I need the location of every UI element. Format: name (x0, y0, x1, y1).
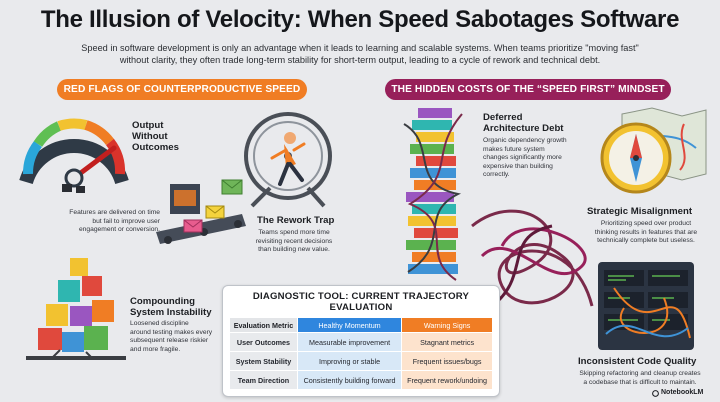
right-section-banner: THE HIDDEN COSTS OF THE “SPEED FIRST” MI… (385, 79, 671, 100)
notebooklm-logo-icon (652, 390, 659, 397)
table-row: User Outcomes Measurable improvement Sta… (229, 332, 493, 352)
item-strategic-misalignment-title: Strategic Misalignment (587, 206, 693, 217)
item-code-quality-text: Skipping refactoring and cleanup creates… (562, 370, 718, 387)
item-compounding-instability-title: Compounding System Instability (130, 296, 212, 318)
tangled-cables-icon (471, 209, 594, 308)
text-line: but fail to improve user (92, 217, 160, 225)
text-line: revisiting recent decisions (255, 237, 333, 245)
text-line: than building new value. (258, 246, 330, 254)
table-header-row: Evaluation Metric Healthy Momentum Warni… (229, 317, 493, 333)
compass-map-icon (600, 107, 707, 194)
item-rework-trap-text: Teams spend more time revisiting recent … (234, 229, 354, 255)
title-line: Deferred (483, 112, 523, 123)
text-line: correctly. (483, 171, 510, 179)
diagnostic-table: Evaluation Metric Healthy Momentum Warni… (229, 317, 493, 390)
header-metric: Evaluation Metric (229, 317, 298, 333)
table-row: System Stability Improving or stable Fre… (229, 351, 493, 371)
title-line: Outcomes (132, 142, 179, 153)
server-rack-icon (598, 262, 694, 350)
text-line: Organic dependency growth (483, 137, 567, 144)
header-warning: Warning Signs (401, 317, 493, 333)
text-line: engagement or conversion. (78, 226, 160, 234)
text-line: changes significantly more (483, 154, 562, 162)
page-subtitle: Speed in software development is only an… (81, 43, 639, 65)
conveyor-envelopes-icon (156, 179, 246, 244)
item-rework-trap-title: The Rework Trap (257, 215, 335, 226)
crumbling-blocks-icon (26, 258, 126, 360)
diagnostic-title: DIAGNOSTIC TOOL: CURRENT TRAJECTORY EVAL… (252, 291, 470, 313)
text-line: subsequent release riskier (130, 337, 209, 345)
brand-logo-text: NotebookLM (661, 389, 704, 396)
text-line: Loosened discipline (130, 320, 189, 327)
diagnostic-table-card: DIAGNOSTIC TOOL: CURRENT TRAJECTORY EVAL… (222, 285, 500, 397)
jenga-tower-icon (403, 108, 463, 281)
text-line: makes future system (483, 145, 545, 153)
speedometer-icon (19, 118, 129, 193)
title-line: Output (132, 120, 164, 131)
item-strategic-misalignment-text: Prioritizing speed over product thinking… (576, 220, 716, 246)
item-compounding-instability-text: Loosened discipline around testing makes… (130, 320, 226, 354)
table-cell: Frequent issues/bugs (401, 351, 493, 371)
text-line: a codebase that is difficult to maintain… (583, 378, 697, 386)
text-line: Prioritizing speed over product (600, 220, 692, 227)
title-line: System Instability (130, 307, 212, 318)
hamster-wheel-icon (244, 112, 332, 208)
item-output-without-outcomes-title: Output Without Outcomes (132, 120, 179, 153)
header-healthy: Healthy Momentum (296, 317, 403, 333)
item-architecture-debt-title: Deferred Architecture Debt (483, 112, 564, 134)
text-line: and more fragile. (130, 345, 181, 353)
title-line: Without (132, 131, 168, 142)
text-line: thinking results in features that are (594, 228, 698, 236)
table-row: Team Direction Consistently building for… (229, 370, 493, 390)
table-cell: Improving or stable (296, 351, 403, 371)
item-code-quality-title: Inconsistent Code Quality (578, 356, 697, 367)
text-line: around testing makes every (130, 328, 213, 336)
table-cell: System Stability (229, 351, 298, 371)
table-cell: Team Direction (229, 370, 298, 390)
item-architecture-debt-text: Organic dependency growth makes future s… (483, 137, 593, 180)
text-line: Features are delivered on time (69, 209, 160, 216)
table-cell: Frequent rework/undoing (401, 370, 493, 390)
page-title: The Illusion of Velocity: When Speed Sab… (40, 6, 680, 33)
item-output-without-outcomes-text: Features are delivered on time but fail … (20, 209, 160, 235)
left-section-banner: RED FLAGS OF COUNTERPRODUCTIVE SPEED (57, 79, 307, 100)
table-cell: Stagnant metrics (401, 332, 493, 352)
text-line: Skipping refactoring and cleanup creates (579, 370, 701, 377)
title-line: Compounding (130, 296, 196, 307)
table-cell: Measurable improvement (296, 332, 403, 352)
text-line: expensive than building (483, 162, 553, 170)
text-line: technically complete but useless. (597, 237, 695, 245)
table-cell: Consistently building forward (296, 370, 403, 390)
table-cell: User Outcomes (229, 332, 298, 352)
title-line: Architecture Debt (483, 123, 564, 134)
text-line: Teams spend more time (258, 229, 330, 236)
